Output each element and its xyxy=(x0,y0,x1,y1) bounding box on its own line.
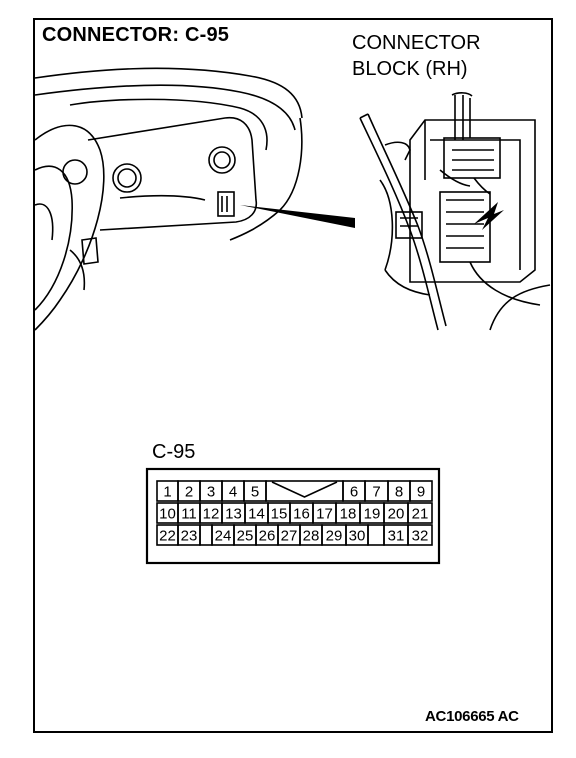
connector-pin-23: 23 xyxy=(181,528,198,545)
connector-pin-18: 18 xyxy=(340,506,357,523)
pointer-wedge xyxy=(240,205,355,228)
connector-pin-21: 21 xyxy=(412,506,429,523)
connector-label: C-95 xyxy=(152,441,196,463)
connector-pin-26: 26 xyxy=(259,528,276,545)
connector-pin-7: 7 xyxy=(372,484,380,501)
dashboard-illustration xyxy=(34,67,303,331)
connector-pin-31: 31 xyxy=(388,528,405,545)
connector-empty-cell xyxy=(367,524,385,546)
connector-pin-11: 11 xyxy=(181,506,197,523)
connector-notch-key xyxy=(271,481,338,498)
connector-pin-19: 19 xyxy=(364,506,381,523)
connector-outer-frame xyxy=(145,467,441,565)
connector-block-label-line1: CONNECTOR xyxy=(352,32,481,54)
connector-pin-cell xyxy=(409,480,433,502)
connector-block-illustration xyxy=(359,92,551,331)
connector-pin-28: 28 xyxy=(303,528,320,545)
connector-pin-32: 32 xyxy=(412,528,429,545)
connector-pin-16: 16 xyxy=(293,506,310,523)
connector-pin-6: 6 xyxy=(350,484,358,501)
connector-pin-25: 25 xyxy=(237,528,254,545)
arrow-indicator xyxy=(474,202,504,230)
connector-block-label: CONNECTOR BLOCK (RH) xyxy=(352,30,481,82)
connector-pin-2: 2 xyxy=(185,484,193,501)
figure-frame xyxy=(33,18,553,733)
connector-pin-4: 4 xyxy=(229,484,237,501)
connector-pin-5: 5 xyxy=(251,484,259,501)
connector-pin-24: 24 xyxy=(215,528,232,545)
connector-pin-1: 1 xyxy=(163,484,171,501)
connector-pin-9: 9 xyxy=(417,484,425,501)
connector-pin-27: 27 xyxy=(281,528,298,545)
connector-pin-14: 14 xyxy=(248,506,265,523)
connector-pin-22: 22 xyxy=(159,528,176,545)
connector-pin-12: 12 xyxy=(203,506,220,523)
connector-pin-20: 20 xyxy=(388,506,405,523)
connector-pin-13: 13 xyxy=(225,506,242,523)
connector-empty-cell xyxy=(199,524,213,546)
connector-pin-cell xyxy=(407,502,433,524)
connector-pin-17: 17 xyxy=(316,506,333,523)
connector-pin-29: 29 xyxy=(326,528,343,545)
connector-block-label-line2: BLOCK (RH) xyxy=(352,58,468,80)
connector-pin-15: 15 xyxy=(271,506,288,523)
figure-code: AC106665 AC xyxy=(425,708,519,725)
connector-pin-cell xyxy=(407,524,433,546)
connector-pin-30: 30 xyxy=(349,528,366,545)
connector-title: CONNECTOR: C-95 xyxy=(42,24,230,46)
connector-pin-10: 10 xyxy=(159,506,176,523)
connector-pin-3: 3 xyxy=(207,484,215,501)
connector-pin-8: 8 xyxy=(395,484,403,501)
